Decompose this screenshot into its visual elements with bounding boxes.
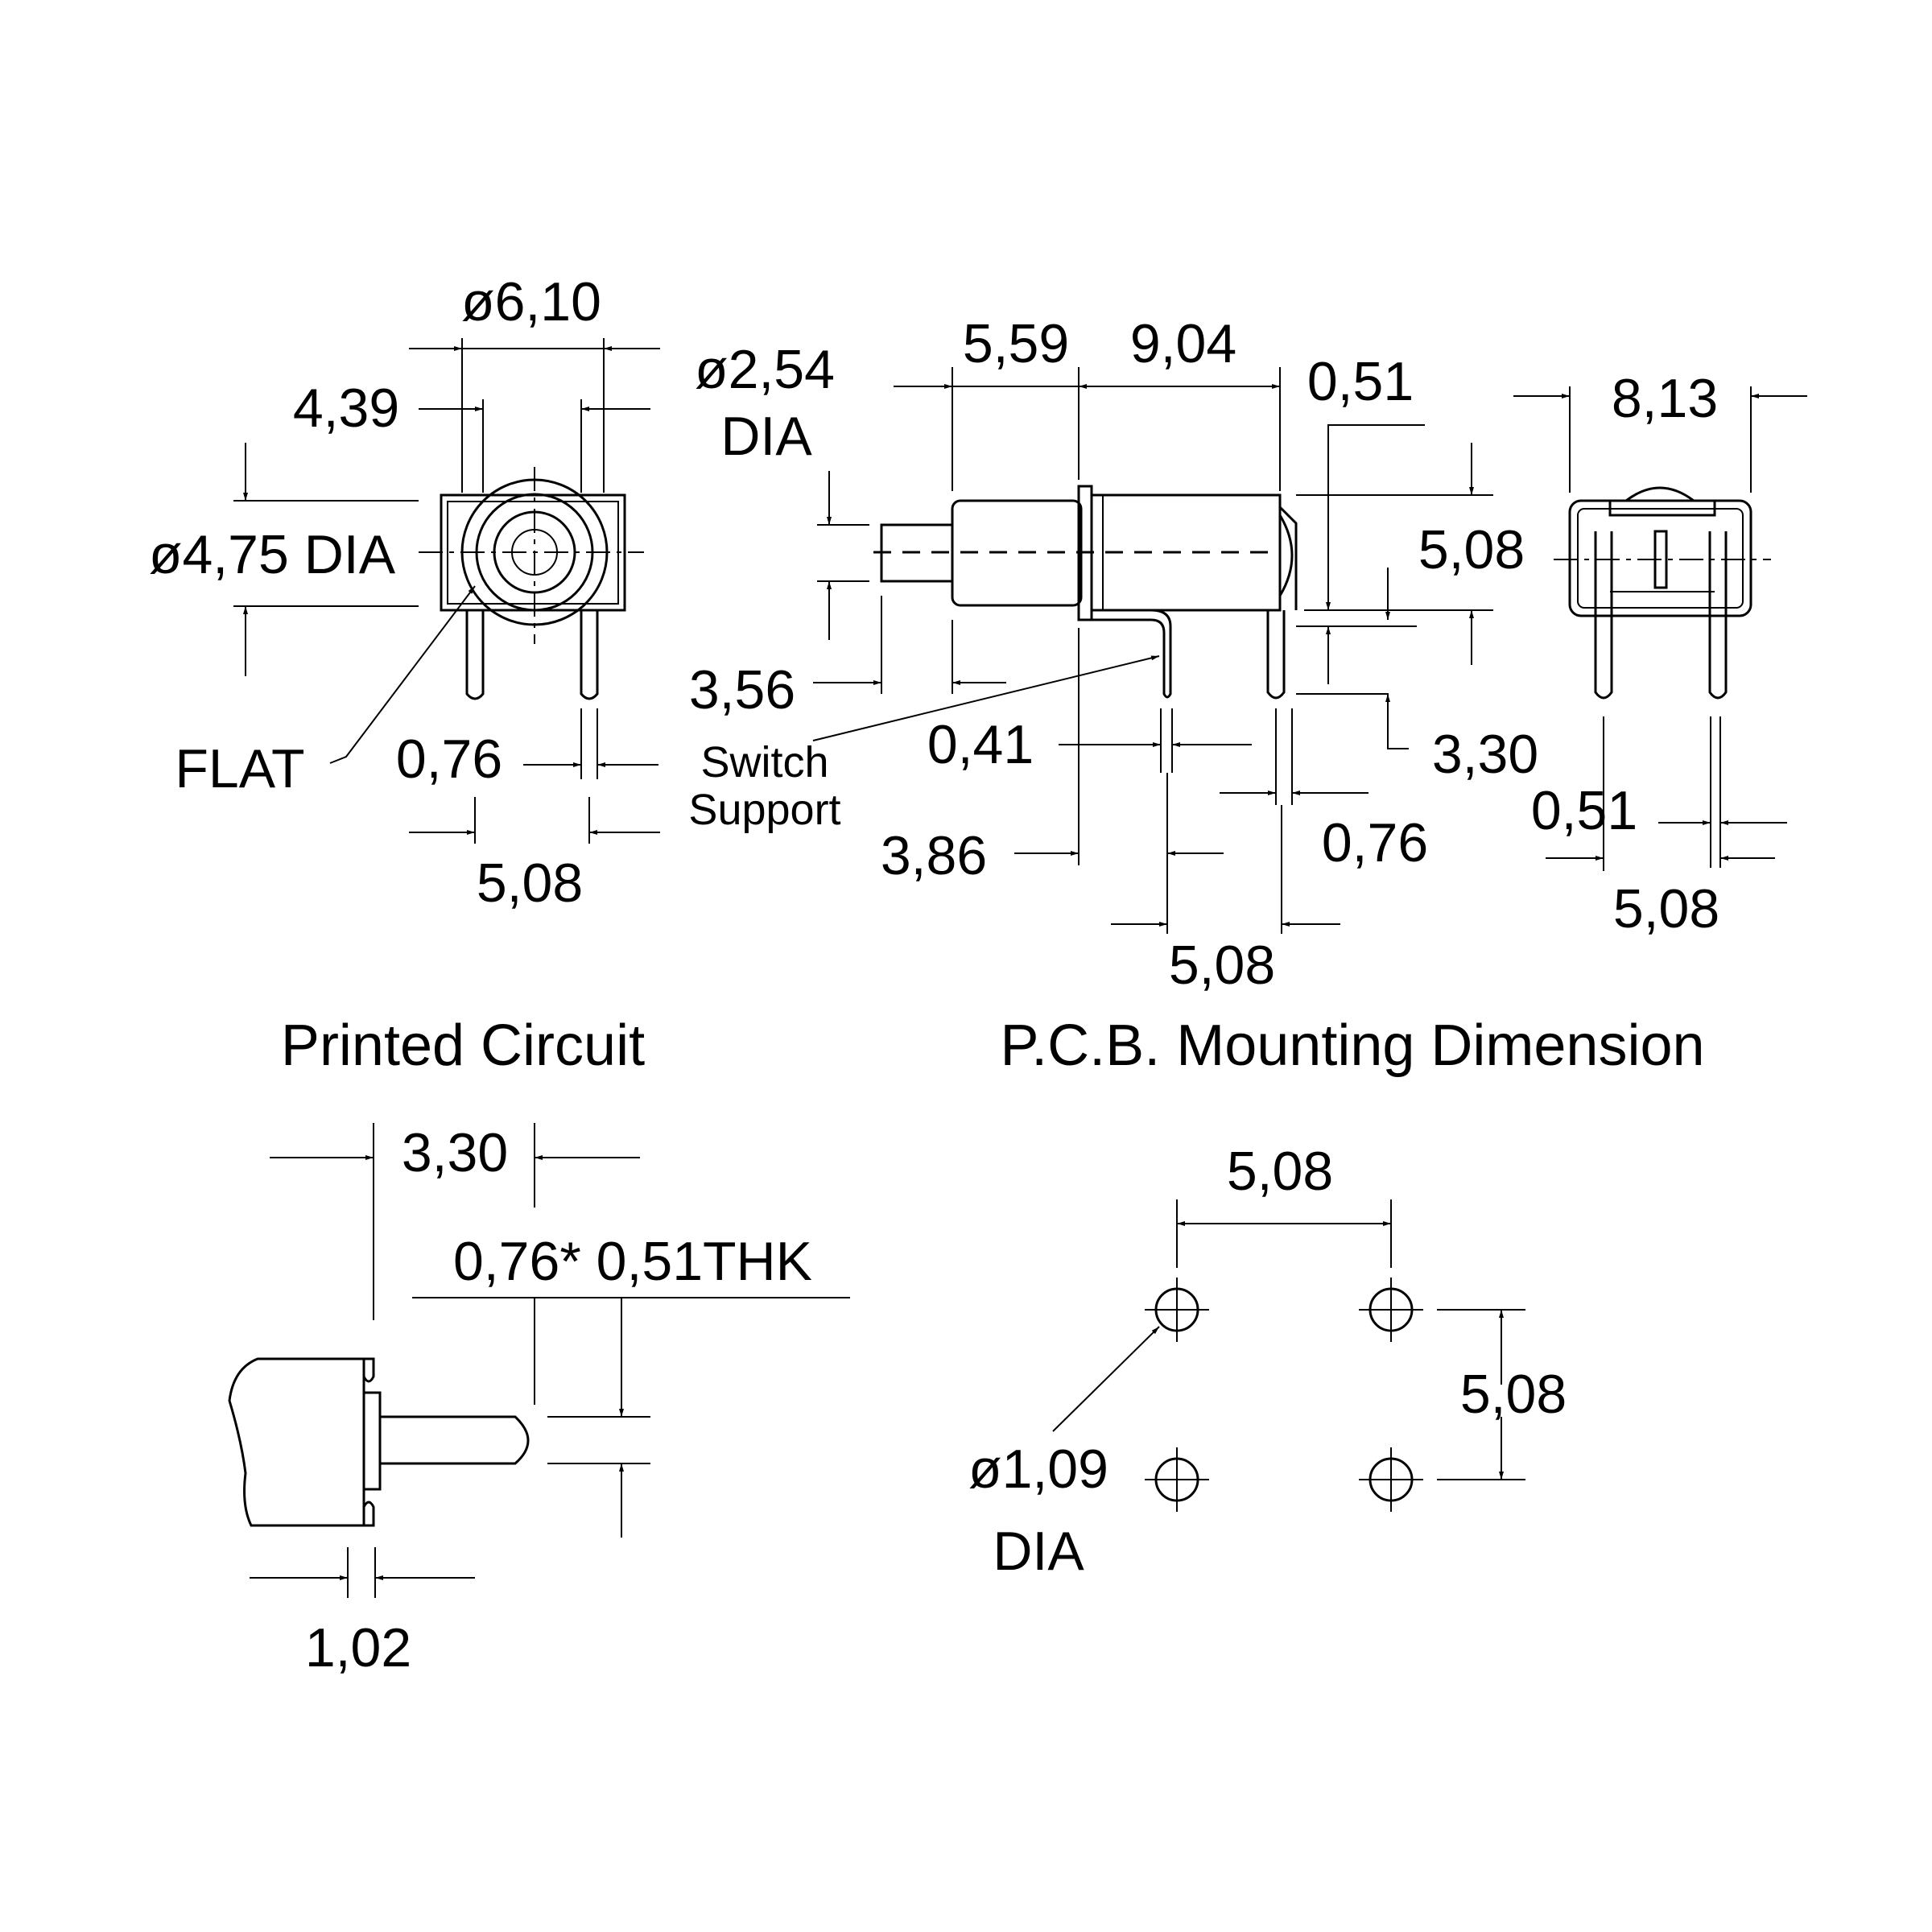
dim-side-904: 9,04 [1130,313,1236,374]
dim-front-475: ø4,75 DIA [149,524,396,585]
dim-side-508v: 5,08 [1418,519,1525,580]
dim-front-254-dia: DIA [720,406,812,467]
side-switch-support [1092,609,1172,699]
label-switch: Switch [700,738,828,786]
terminal-tab [380,1415,530,1465]
dim-side-041: 0,41 [927,714,1034,775]
dim-term-thk: 0,76* 0,51THK [453,1231,812,1292]
pcb-hole-layout: 5,08 5,08 ø1,09 DIA [968,1141,1567,1582]
dim-side-386: 3,86 [881,825,987,886]
front-pin-right [580,610,599,700]
end-view: 8,13 0,51 5,08 [1513,368,1807,939]
dim-front-508: 5,08 [477,852,583,914]
front-view: ø6,10 4,39 ø2,54 DIA ø4,75 DIA FLAT 0,76… [149,271,835,914]
dim-front-610: ø6,10 [461,271,601,332]
end-body [1568,499,1752,617]
dim-side-559: 5,59 [963,313,1069,374]
hole-bottom-left [1145,1447,1209,1512]
dim-front-439: 4,39 [293,378,399,439]
dim-end-508: 5,08 [1613,878,1719,939]
end-pin-left [1594,531,1613,700]
dim-side-330: 3,30 [1432,724,1538,785]
heading-printed-circuit: Printed Circuit [281,1013,645,1078]
terminal-shoulder [362,1391,382,1491]
hole-top-right [1359,1278,1423,1342]
terminal-detail: 3,30 0,76* 0,51THK 1,02 [228,1122,850,1678]
dim-end-813: 8,13 [1612,368,1718,429]
dim-term-102: 1,02 [305,1617,411,1678]
heading-pcb-mounting: P.C.B. Mounting Dimension [1000,1013,1704,1078]
dim-pcb-109-dia: DIA [993,1521,1084,1582]
dim-pcb-508v: 5,08 [1460,1364,1567,1425]
hole-bottom-right [1359,1447,1423,1512]
label-flat: FLAT [175,738,304,799]
side-view: 5,59 9,04 0,51 5,08 3,56 0,41 3,30 Switc… [688,313,1538,996]
dim-pcb-508h: 5,08 [1227,1141,1333,1202]
dim-end-051: 0,51 [1531,780,1637,841]
dim-front-254: ø2,54 [695,339,835,400]
end-pin-right [1708,531,1728,700]
front-pin-left [465,610,485,700]
dim-term-330: 3,30 [402,1122,508,1183]
dim-front-076: 0,76 [396,729,502,790]
terminal-body [228,1357,375,1527]
dim-pcb-109: ø1,09 [968,1439,1108,1500]
label-support: Support [688,786,840,834]
dim-side-508h: 5,08 [1169,935,1275,996]
dim-side-051: 0,51 [1307,351,1414,412]
dim-side-076: 0,76 [1322,812,1428,873]
dim-side-356: 3,56 [689,659,795,720]
hole-top-left [1145,1278,1209,1342]
